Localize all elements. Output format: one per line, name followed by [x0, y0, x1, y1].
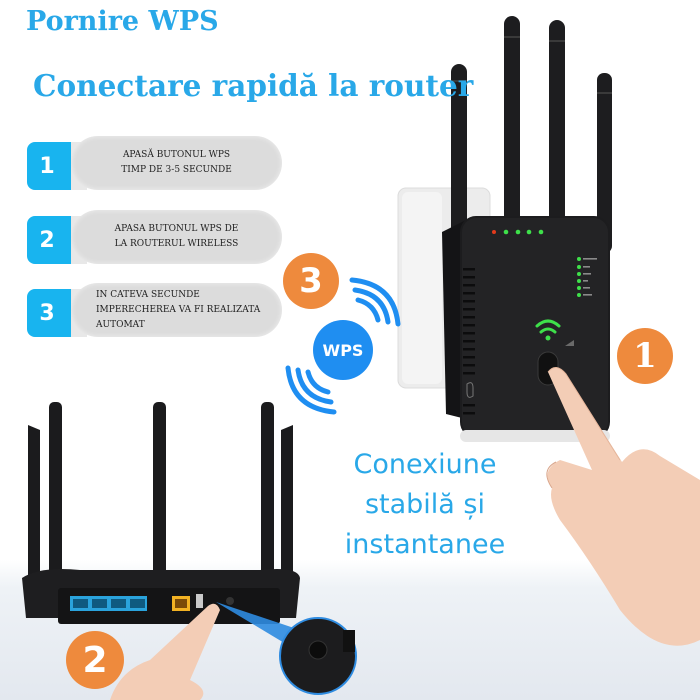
- page-title: Pornire WPS: [26, 6, 219, 37]
- step-3-badge: 3: [283, 253, 339, 309]
- extender-antennas: [451, 16, 612, 264]
- step-instruction: APASĂ BUTONUL WPS TIMP DE 3-5 SECUNDE: [71, 136, 282, 190]
- usb-port: [196, 594, 203, 608]
- wifi-extender: [442, 216, 610, 442]
- step-number: 1: [27, 142, 71, 190]
- step-1-badge: 1: [617, 328, 673, 384]
- step-1: 1 APASĂ BUTONUL WPS TIMP DE 3-5 SECUNDE: [27, 134, 282, 190]
- wifi-signal-icon: [535, 319, 561, 334]
- wps-signal-waves: [285, 277, 401, 415]
- lan-ports: [70, 596, 147, 611]
- led-green: [503, 229, 509, 235]
- hand-pressing-router: [110, 603, 220, 700]
- step-number: 3: [27, 289, 71, 337]
- hand-pressing-extender: [546, 367, 700, 646]
- tagline: Conexiune stabilă și instantanee: [344, 449, 506, 560]
- step-3: 3 IN CATEVA SECUNDE IMPERECHEREA VA FI R…: [27, 281, 282, 337]
- step-instruction: IN CATEVA SECUNDE IMPERECHEREA VA FI REA…: [71, 283, 282, 337]
- led-green: [526, 229, 532, 235]
- step-2: 2 APASA BUTONUL WPS DE LA ROUTERUL WIREL…: [27, 208, 282, 264]
- step-number: 2: [27, 216, 71, 264]
- step-2-badge: 2: [66, 631, 124, 689]
- led-green: [515, 229, 521, 235]
- wireless-router: [22, 569, 357, 695]
- wps-icon: WPS: [313, 320, 373, 380]
- led-red: [492, 230, 496, 234]
- led-green: [538, 229, 544, 235]
- step-instruction: APASA BUTONUL WPS DE LA ROUTERUL WIRELES…: [71, 210, 282, 264]
- page-subtitle: Conectare rapidă la router: [33, 68, 474, 103]
- router-antennas: [28, 402, 293, 617]
